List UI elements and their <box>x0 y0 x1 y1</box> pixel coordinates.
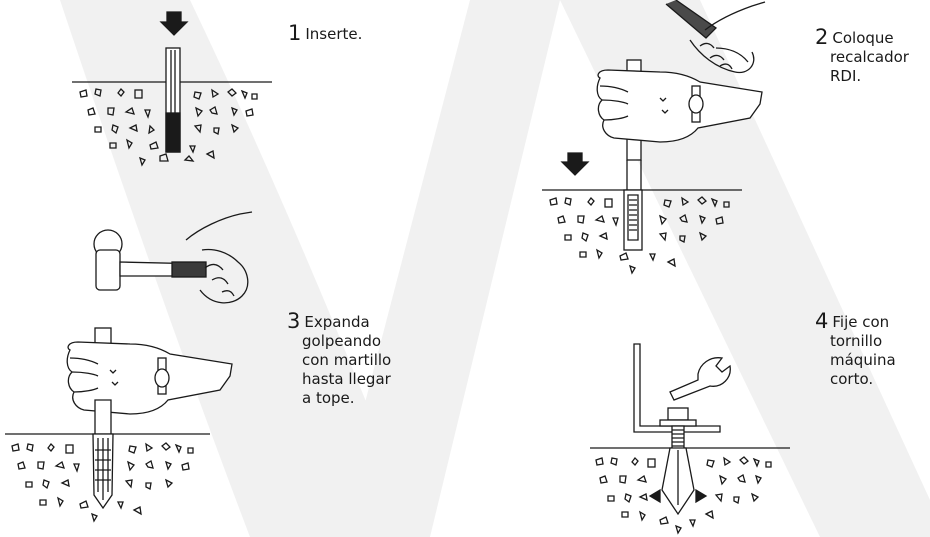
step-text-line: golpeando <box>302 332 382 350</box>
wrench-icon <box>669 357 731 401</box>
right-arrow-icon <box>695 488 708 504</box>
step-number: 4 <box>815 309 829 333</box>
concrete-aggregate <box>549 196 730 275</box>
step-text-line: corto. <box>830 370 874 388</box>
step-text-line: recalcador <box>830 48 909 66</box>
step-text-line: Inserte. <box>305 25 363 43</box>
down-arrow-icon <box>560 152 590 176</box>
step-number: 1 <box>288 21 302 45</box>
watermark-shape-mid <box>330 0 560 537</box>
angle-bracket <box>633 343 721 433</box>
step-text-line: con martillo <box>302 351 392 369</box>
step-text-line: RDI. <box>830 67 862 85</box>
left-arrow-icon <box>648 488 661 504</box>
step-text-line: máquina <box>830 351 896 369</box>
hammer-icon <box>93 211 253 304</box>
hammer-top-illustration <box>665 0 766 74</box>
step-text-line: tornillo <box>830 332 883 350</box>
step-number: 3 <box>287 309 301 333</box>
hand-fist <box>66 341 233 415</box>
step-text-line: Expanda <box>304 313 370 331</box>
concrete-aggregate <box>11 442 194 523</box>
anchor-cone <box>165 112 181 153</box>
concrete-aggregate <box>79 88 258 167</box>
bolt-head <box>667 407 689 421</box>
step-text-line: Coloque <box>832 29 894 47</box>
watermark-shape-left <box>60 0 420 537</box>
down-arrow-icon <box>159 11 189 36</box>
concrete-aggregate <box>595 456 772 535</box>
step-text-line: hasta llegar <box>302 370 391 388</box>
step-number: 2 <box>815 25 829 49</box>
step-text-line: a tope. <box>302 389 355 407</box>
hand-fist <box>596 69 763 143</box>
step-text-line: Fije con <box>832 313 890 331</box>
